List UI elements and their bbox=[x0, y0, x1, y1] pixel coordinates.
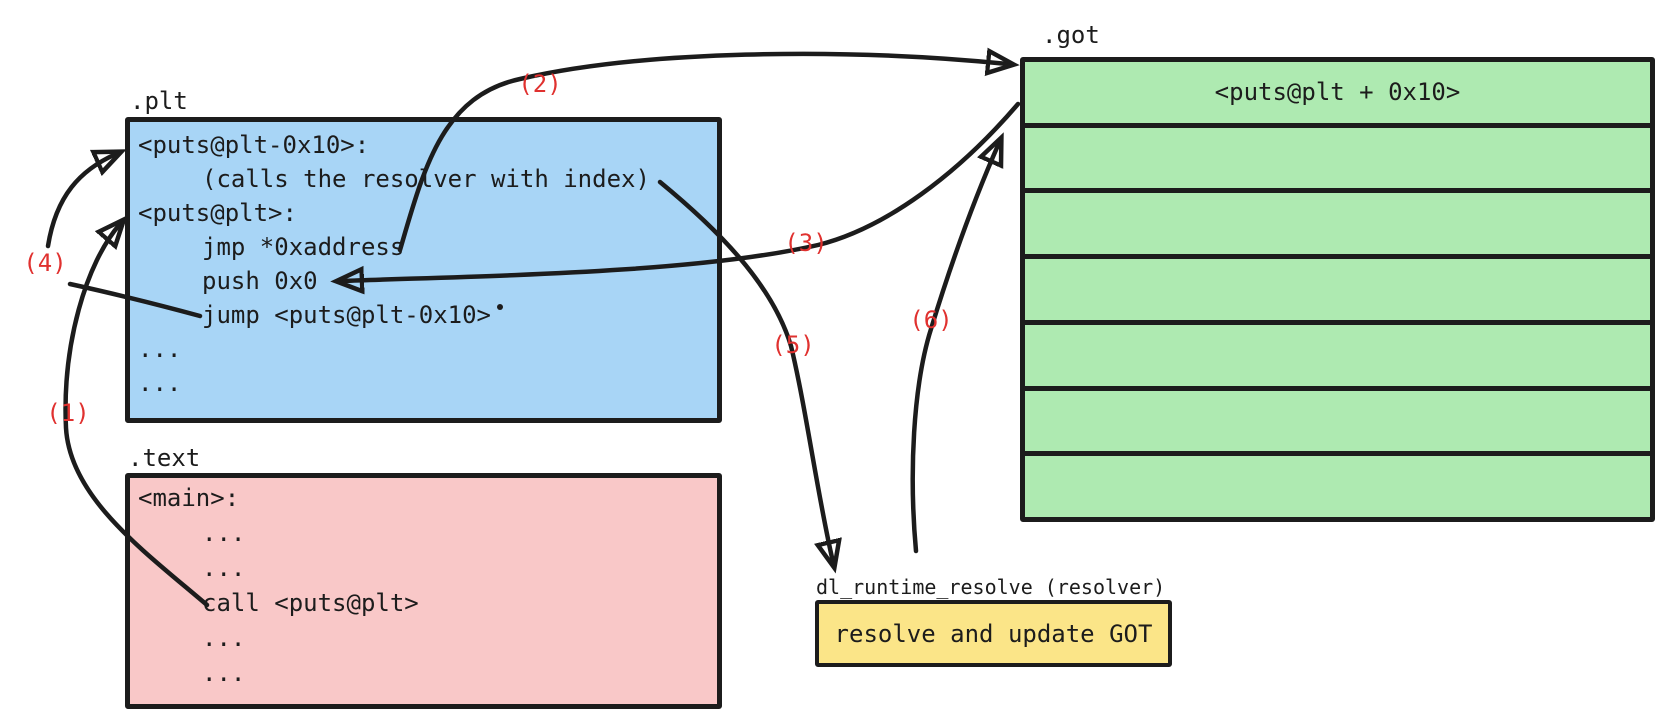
got-entry-row bbox=[1025, 128, 1650, 194]
plt-code-line: <puts@plt-0x10>: bbox=[138, 131, 370, 159]
got-entry-row bbox=[1025, 193, 1650, 260]
text-code-line: ... bbox=[202, 624, 246, 652]
text-section-label: .text bbox=[128, 444, 201, 472]
step-label-6: (6) bbox=[909, 306, 953, 334]
arrow-step6-resolver-to-got bbox=[910, 143, 999, 554]
got-entry-row bbox=[1025, 259, 1650, 325]
plt-code-line: (calls the resolver with index) bbox=[202, 165, 650, 193]
plt-section-label: .plt bbox=[130, 87, 188, 115]
text-box: <main>:...... call <puts@plt>...... bbox=[125, 473, 722, 709]
plt-code-line: ... bbox=[138, 335, 182, 363]
step-label-1: (1) bbox=[46, 399, 90, 427]
plt-code-line: push 0x0 bbox=[202, 267, 318, 295]
got-entry-row bbox=[1025, 391, 1650, 457]
step-label-3: (3) bbox=[784, 229, 828, 257]
got-section-label: .got bbox=[1042, 21, 1100, 49]
got-box: <puts@plt + 0x10> bbox=[1020, 57, 1655, 522]
text-code-line: ... bbox=[202, 519, 246, 547]
plt-code-line: <puts@plt>: bbox=[138, 199, 297, 227]
text-code-line: <main>: bbox=[138, 484, 240, 512]
plt-code-line: ... bbox=[138, 369, 182, 397]
plt-box: <puts@plt-0x10>: (calls the resolver with… bbox=[125, 117, 722, 423]
got-entry-row bbox=[1025, 325, 1650, 391]
resolver-box: resolve and update GOT bbox=[815, 600, 1172, 667]
got-entry-row: <puts@plt + 0x10> bbox=[1025, 62, 1650, 128]
resolver-label: dl_runtime_resolve (resolver) bbox=[816, 575, 1166, 599]
stray-dot bbox=[496, 304, 503, 310]
got-entry-row bbox=[1025, 456, 1650, 517]
arrow-step4-to-plt-top bbox=[45, 154, 116, 249]
step-label-4: (4) bbox=[23, 249, 67, 277]
step-label-2: (2) bbox=[518, 70, 562, 98]
text-code-line: call <puts@plt> bbox=[202, 589, 419, 617]
plt-code-line: jump <puts@plt-0x10> bbox=[138, 298, 717, 332]
plt-code-line: jmp *0xaddress bbox=[202, 233, 405, 261]
step-label-5: (5) bbox=[771, 331, 815, 359]
text-code-line: ... bbox=[202, 659, 246, 687]
text-code-line: ... bbox=[202, 554, 246, 582]
